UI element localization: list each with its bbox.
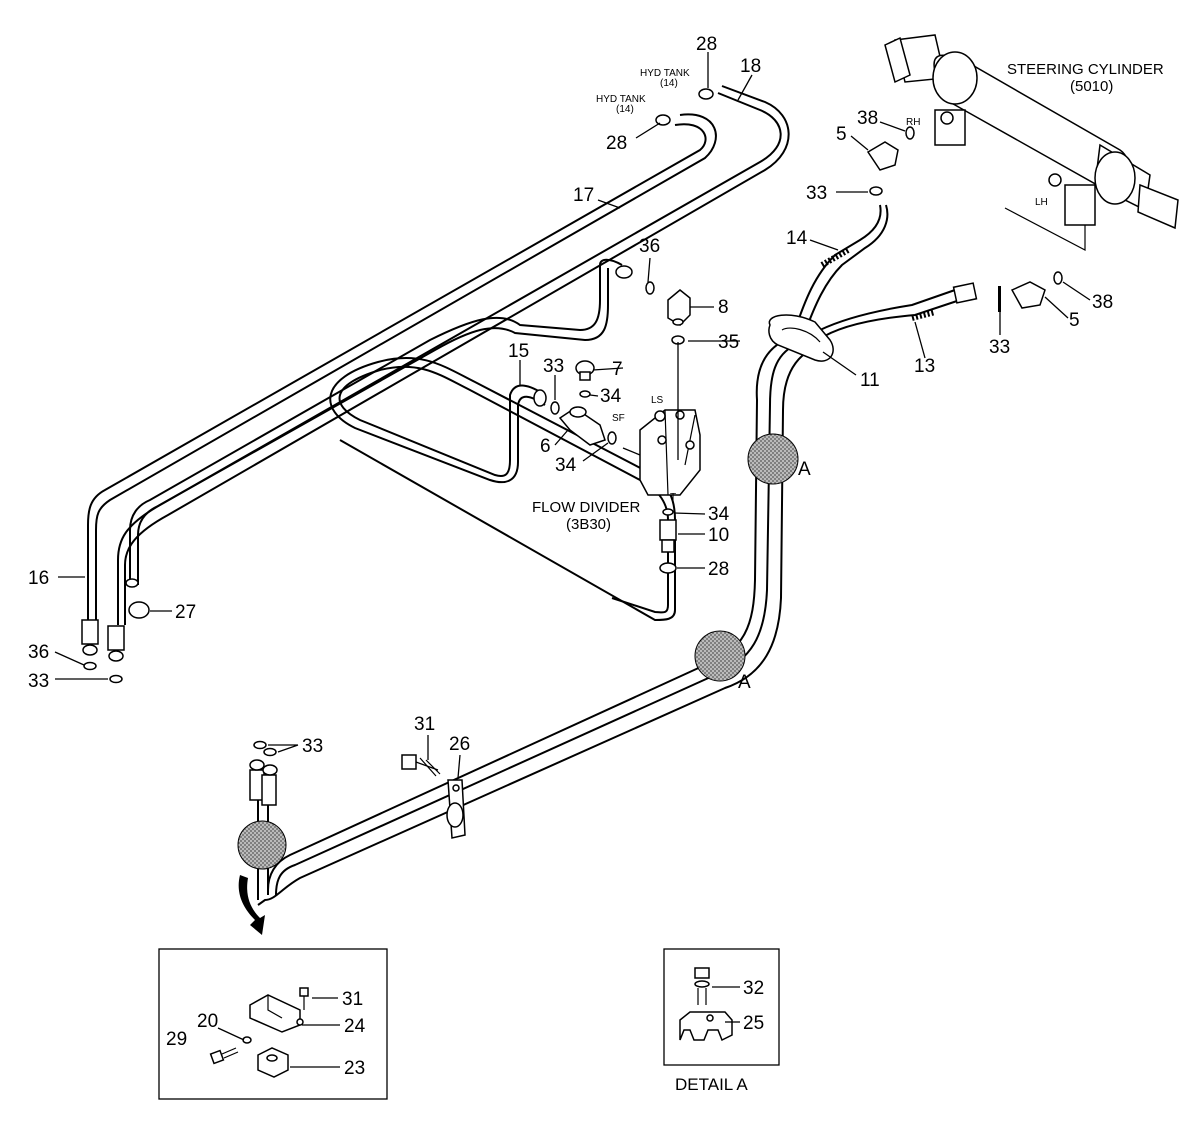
hyd-tank-label-2: HYD TANK xyxy=(596,94,646,105)
hose-13 xyxy=(817,282,978,341)
label-31: 31 xyxy=(414,714,435,735)
return-line-loop xyxy=(125,258,623,588)
pipe-18 xyxy=(117,85,790,625)
label-14: 14 xyxy=(786,228,808,249)
label-38-top: 38 xyxy=(857,108,878,129)
ls-port-label: LS xyxy=(651,395,664,406)
label-29: 29 xyxy=(166,1029,187,1050)
clamp-26 xyxy=(446,779,466,839)
label-28-top: 28 xyxy=(696,34,717,55)
orings xyxy=(550,88,1063,574)
label-31-box: 31 xyxy=(342,989,363,1010)
plug-7 xyxy=(575,360,595,381)
view-a-label-upper: A xyxy=(798,459,811,480)
label-27: 27 xyxy=(175,602,196,623)
view-a-label-lower: A xyxy=(738,672,751,693)
label-33-left: 33 xyxy=(28,671,49,692)
flow-divider-label: FLOW DIVIDER xyxy=(532,499,641,516)
label-18: 18 xyxy=(740,56,761,77)
label-34-c: 34 xyxy=(708,504,730,525)
steering-cylinder-label: STEERING CYLINDER xyxy=(1007,61,1164,78)
label-36-mid: 36 xyxy=(639,236,660,257)
label-26: 26 xyxy=(449,734,470,755)
label-20: 20 xyxy=(197,1011,218,1032)
fitting-15-end xyxy=(533,389,547,407)
hose-14 xyxy=(794,204,889,333)
label-11: 11 xyxy=(860,370,880,391)
label-6: 6 xyxy=(540,436,551,457)
block-23 xyxy=(257,1047,289,1078)
bolt-31-detail xyxy=(299,987,309,1010)
bolt-31 xyxy=(401,754,441,777)
detail-a-title: DETAIL A xyxy=(675,1075,748,1094)
label-5-right: 5 xyxy=(1069,310,1080,331)
washer-20 xyxy=(242,1036,252,1044)
label-34-b: 34 xyxy=(555,455,577,476)
label-28-mid: 28 xyxy=(606,133,627,154)
label-7: 7 xyxy=(612,359,623,380)
clamp-11 xyxy=(768,314,834,362)
steering-cylinder-code: (5010) xyxy=(1070,78,1113,95)
label-13: 13 xyxy=(914,356,935,377)
pipe-15-loop xyxy=(329,357,676,622)
pipe-17 xyxy=(87,113,717,625)
label-33-top: 33 xyxy=(806,183,827,204)
bolt-32 xyxy=(694,967,710,1005)
label-33-right: 33 xyxy=(989,337,1010,358)
rh-label: RH xyxy=(906,117,920,128)
tee-6 xyxy=(558,406,606,446)
left-hose-fittings xyxy=(81,619,125,684)
hyd-tank-code-1: (14) xyxy=(660,78,678,89)
label-5-top: 5 xyxy=(836,124,847,145)
hyd-tank-label-1: HYD TANK xyxy=(640,68,690,79)
flow-divider xyxy=(639,409,701,496)
label-8: 8 xyxy=(718,297,729,318)
steering-cylinder xyxy=(884,34,1179,251)
label-33-bottom: 33 xyxy=(302,736,323,757)
clip-27 xyxy=(128,601,150,619)
flow-divider-code: (3B30) xyxy=(566,516,611,533)
label-28-low: 28 xyxy=(708,559,729,580)
label-16: 16 xyxy=(28,568,49,589)
elbows-5 xyxy=(866,141,1046,309)
detail-a-box xyxy=(663,948,780,1066)
elbow-8 xyxy=(667,289,691,326)
label-35: 35 xyxy=(718,332,739,353)
clamp-24 xyxy=(249,994,304,1033)
label-25: 25 xyxy=(743,1013,764,1034)
label-38-right: 38 xyxy=(1092,292,1113,313)
label-34-a: 34 xyxy=(600,386,622,407)
detail-view-marker[interactable] xyxy=(237,820,287,870)
bottom-hose-fittings xyxy=(249,740,278,806)
bolt-29 xyxy=(209,1047,239,1065)
label-36-left: 36 xyxy=(28,642,49,663)
label-32: 32 xyxy=(743,978,764,999)
leader-lines xyxy=(54,52,1091,779)
t-port-label: T xyxy=(670,492,676,503)
fitting-36-end xyxy=(615,265,633,279)
detail-a-marker-upper[interactable] xyxy=(747,433,799,485)
leader-20 xyxy=(217,1027,245,1041)
label-33-mid: 33 xyxy=(543,356,564,377)
sf-port-label: SF xyxy=(612,413,625,424)
label-17: 17 xyxy=(573,185,594,206)
detail-a-marker-lower[interactable] xyxy=(694,630,746,682)
arrow-down-icon xyxy=(238,875,265,935)
label-24: 24 xyxy=(344,1016,366,1037)
lh-label: LH xyxy=(1035,197,1048,208)
clamp-25 xyxy=(679,1011,733,1042)
label-23: 23 xyxy=(344,1058,365,1079)
adapter-10 xyxy=(659,519,677,553)
hyd-tank-code-2: (14) xyxy=(616,104,634,115)
label-10: 10 xyxy=(708,525,729,546)
label-15: 15 xyxy=(508,341,529,362)
